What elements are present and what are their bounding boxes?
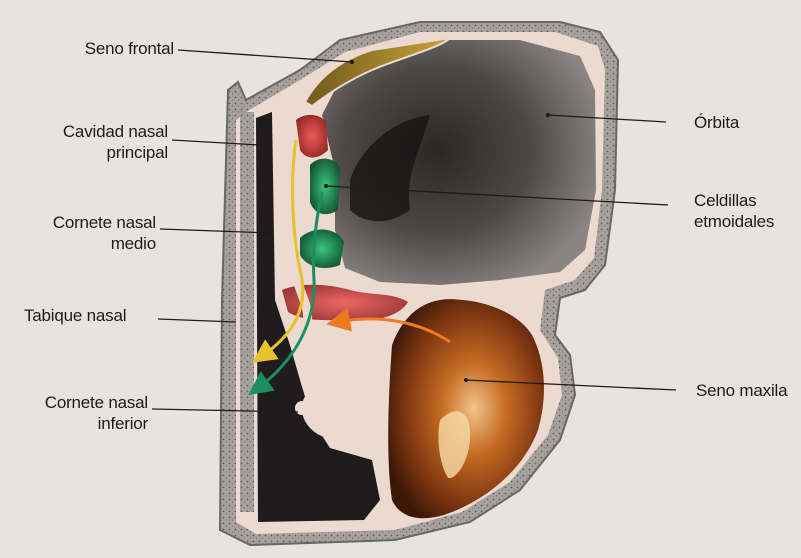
label-tabique-nasal: Tabique nasal [24,305,126,326]
label-cornete-medio-line1: Cornete nasal [10,212,156,233]
label-cornete-nasal-medio: Cornete nasal medio [10,212,156,254]
label-seno-maxilar: Seno maxila [696,380,787,401]
ethmoid-upper-red [296,115,328,158]
label-cornete-nasal-inferior: Cornete nasal inferior [10,392,148,434]
label-celdillas-line1: Celdillas [694,190,774,211]
inferior-turbinate-core [295,401,309,415]
label-cornete-inferior-line1: Cornete nasal [10,392,148,413]
ethmoid-cell-lower-green [300,229,344,268]
nasal-septum [240,112,254,512]
label-orbita-text: Órbita [694,113,739,132]
label-celdillas-etmoidales: Celdillas etmoidales [694,190,774,232]
label-cavidad-line1: Cavidad nasal [20,121,168,142]
label-cavidad-nasal-principal: Cavidad nasal principal [20,121,168,163]
label-cornete-medio-line2: medio [10,233,156,254]
label-celdillas-line2: etmoidales [694,211,774,232]
label-cornete-inferior-line2: inferior [10,413,148,434]
label-cavidad-line2: principal [20,142,168,163]
label-seno-maxilar-text: Seno maxila [696,381,787,400]
label-tabique-text: Tabique nasal [24,306,126,325]
label-orbita: Órbita [694,112,739,133]
label-seno-frontal: Seno frontal [40,38,174,59]
label-seno-frontal-text: Seno frontal [85,39,174,58]
